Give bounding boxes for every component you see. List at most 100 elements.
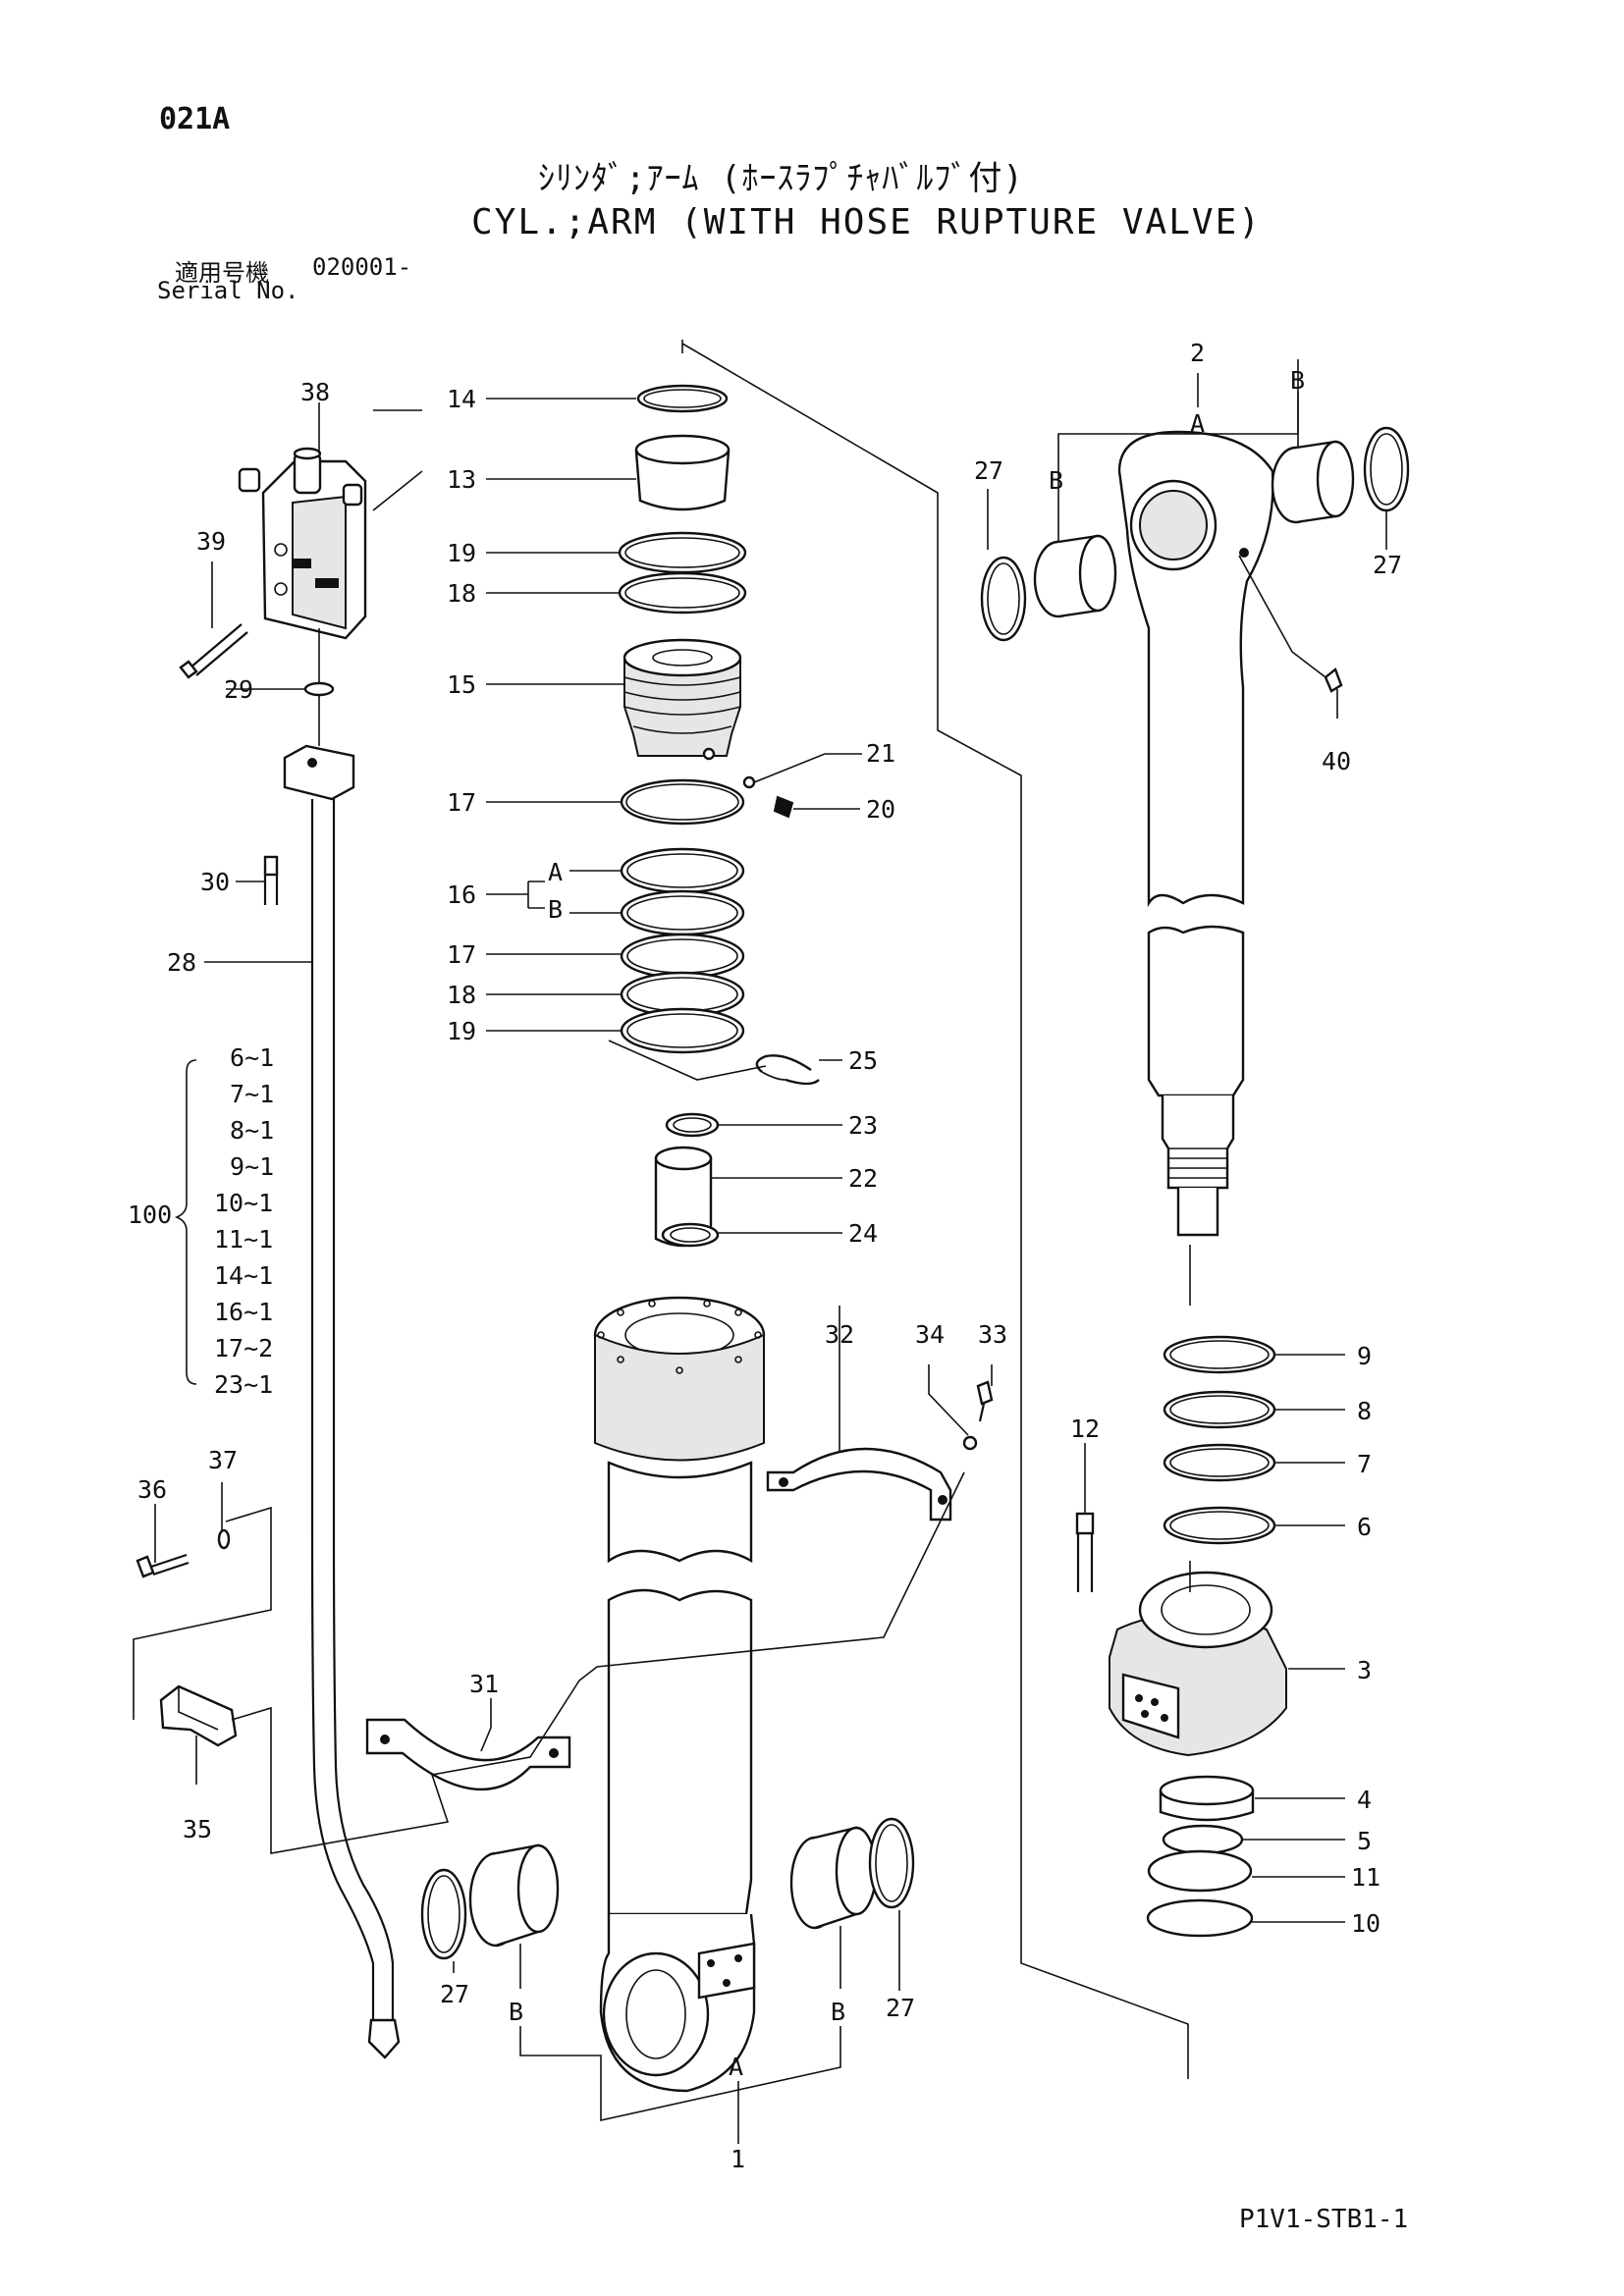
grease-fitting-40 (1324, 667, 1343, 693)
rod-seals-9-8-7-6 (1163, 1335, 1276, 1545)
callout-17-upper: 17 (447, 788, 476, 817)
clamp-35 (159, 1684, 238, 1747)
set-screw-20-ball-21 (742, 775, 794, 819)
wear-ring-13 (634, 434, 731, 511)
callout-19-upper: 19 (447, 539, 476, 567)
callout-40: 40 (1322, 747, 1351, 775)
callout-8: 8 (1357, 1397, 1372, 1425)
callout-16-a: A (548, 858, 563, 886)
callout-16-b: B (548, 895, 563, 924)
callout-31: 31 (469, 1670, 499, 1698)
callout-33: 33 (978, 1320, 1007, 1349)
callout-9: 9 (1357, 1342, 1372, 1370)
assembly-lines (133, 340, 1191, 2079)
callout-100: 100 (128, 1201, 172, 1229)
ring-17-upper (620, 778, 745, 826)
piston-rod-2 (1117, 430, 1274, 1237)
callout-b-tube-right: B (831, 1998, 845, 2026)
callout-18-lower: 18 (447, 981, 476, 1009)
bolt-39 (179, 623, 248, 679)
callout-38: 38 (300, 378, 330, 406)
bushing-b-left (468, 1843, 560, 1948)
callout-36: 36 (137, 1475, 167, 1504)
hose-rupture-valve-38 (238, 447, 367, 640)
callout-1: 1 (731, 2145, 745, 2173)
callout-3: 3 (1357, 1656, 1372, 1684)
kit-item: 7~1 (230, 1080, 274, 1108)
callout-15: 15 (447, 670, 476, 699)
page-code: 021A (159, 102, 231, 136)
callout-34: 34 (915, 1320, 945, 1349)
rings-17-18-19-lower (620, 933, 745, 1054)
callout-4: 4 (1357, 1786, 1372, 1814)
seal-27-left (420, 1868, 467, 1960)
seal-ring-14 (636, 384, 729, 413)
title-english: CYL.;ARM (WITH HOSE RUPTURE VALVE) (471, 202, 1262, 242)
callout-16: 16 (447, 881, 476, 909)
callout-24: 24 (848, 1219, 878, 1248)
callout-2: 2 (1190, 339, 1205, 367)
bolt-33-washer-34 (962, 1380, 994, 1451)
o-ring-29 (303, 681, 335, 697)
kit-100-list: 6~1 7~1 8~1 9~1 10~1 11~1 14~1 16~1 17~2… (214, 1043, 274, 1399)
callout-6: 6 (1357, 1513, 1372, 1541)
piston-15 (623, 638, 742, 761)
callout-b-rod-right: B (1290, 366, 1305, 395)
callout-37: 37 (208, 1446, 238, 1474)
seals-5-11-10 (1146, 1824, 1254, 1938)
seal-16-a-b (620, 847, 745, 936)
cylinder-head-3 (1109, 1571, 1287, 1757)
callout-27-tube-right: 27 (886, 1994, 915, 2022)
callout-19-lower: 19 (447, 1017, 476, 1045)
serial-number-value: 020001- (312, 253, 412, 281)
callout-10: 10 (1351, 1909, 1380, 1938)
callout-27-rod-right: 27 (1373, 551, 1402, 579)
bolt-36-washer-37 (135, 1528, 231, 1578)
callout-14: 14 (447, 385, 476, 413)
pipe-28 (310, 799, 401, 2059)
backup-rings-19-18-upper (618, 531, 747, 614)
seal-27-rod-right (1363, 426, 1410, 512)
bushing-b-rod-right (1271, 440, 1355, 524)
callout-23: 23 (848, 1111, 878, 1140)
callout-12: 12 (1070, 1415, 1100, 1443)
bolt-30 (263, 855, 279, 905)
bushing-4 (1159, 1775, 1255, 1822)
callout-20: 20 (866, 795, 895, 824)
kit-item: 9~1 (230, 1152, 274, 1181)
callout-39: 39 (196, 527, 226, 556)
kit-item: 11~1 (214, 1225, 273, 1254)
ring-23 (665, 1112, 720, 1138)
clamp-31 (365, 1718, 571, 1791)
callout-18-upper: 18 (447, 579, 476, 608)
callout-11: 11 (1351, 1863, 1380, 1892)
kit-item: 17~2 (214, 1334, 273, 1362)
kit-item: 8~1 (230, 1116, 274, 1145)
callout-leaders (154, 359, 1387, 2144)
seal-27-rod-left (980, 556, 1027, 642)
callout-35: 35 (183, 1815, 212, 1843)
callout-a-tube: A (729, 2053, 743, 2081)
kit-item: 10~1 (214, 1189, 273, 1217)
seal-27-right (868, 1817, 915, 1909)
callout-b-rod-left: B (1049, 466, 1063, 495)
callout-13: 13 (447, 465, 476, 494)
retaining-ring-25 (755, 1054, 820, 1086)
callout-32: 32 (825, 1320, 854, 1349)
callout-7: 7 (1357, 1450, 1372, 1478)
callout-21: 21 (866, 739, 895, 768)
callout-17-lower: 17 (447, 940, 476, 969)
cylinder-tube-1 (593, 1296, 766, 2093)
callout-22: 22 (848, 1164, 878, 1193)
callout-labels: 14 13 19 18 15 17 16 A B 17 18 19 21 20 … (128, 339, 1402, 2173)
kit-item: 6~1 (230, 1043, 274, 1072)
clamp-32 (766, 1447, 952, 1522)
kit-item: 16~1 (214, 1298, 273, 1326)
serial-label-english: Serial No. (157, 277, 299, 304)
callout-27-rod-left: 27 (974, 456, 1003, 485)
bushing-b-right (789, 1826, 878, 1930)
callout-5: 5 (1357, 1827, 1372, 1855)
callout-25: 25 (848, 1046, 878, 1075)
